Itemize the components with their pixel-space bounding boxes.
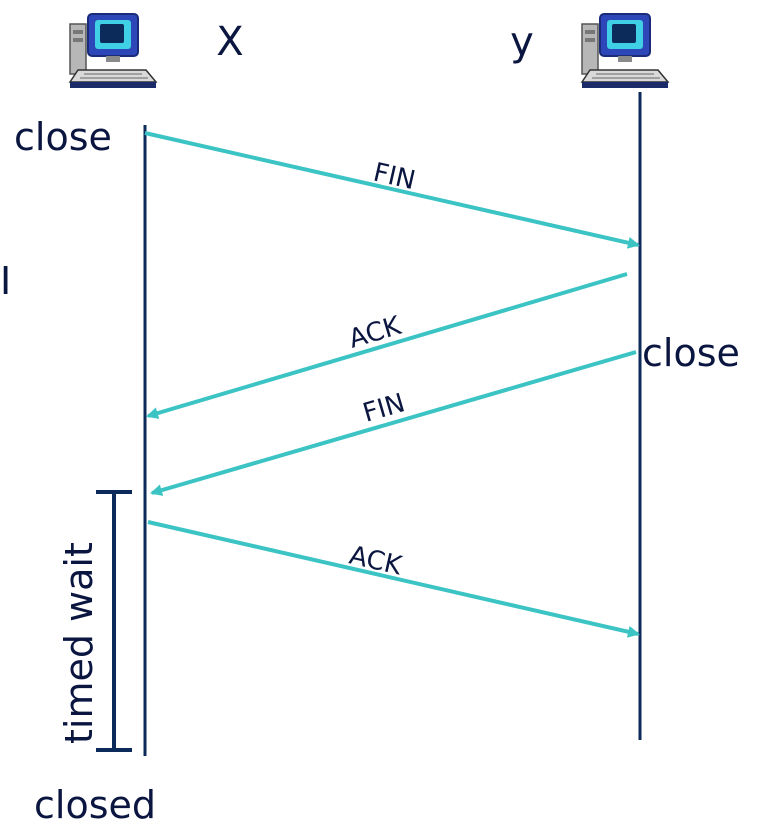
desktop-computer-icon [68,12,158,90]
y-close-label: close [642,331,740,375]
timed-wait-label: timed wait [57,542,101,744]
desktop-computer-icon [580,12,670,90]
fin-2-label: FIN [360,388,409,429]
host-y: y [510,12,670,90]
arrow-fin-1 [144,131,640,249]
ack-2-label: ACK [346,541,405,582]
host-x-label: X [216,19,243,65]
ack-1-label: ACK [345,311,405,355]
arrow-ack-2 [147,520,640,638]
message-ack-2: ACK [147,520,640,638]
fin-1-label: FIN [370,158,418,197]
host-x: X [68,12,244,90]
host-y-label: y [510,19,534,65]
x-close-label: close [14,115,112,159]
message-fin-2: FIN [150,350,637,496]
x-closed-label: closed [34,783,156,826]
arrow-fin-2 [150,350,637,496]
timed-wait-bracket: timed wait [57,490,132,752]
arrow-ack-1 [146,272,628,419]
left-marker-label: I [0,259,11,303]
message-fin-1: FIN [144,131,640,249]
